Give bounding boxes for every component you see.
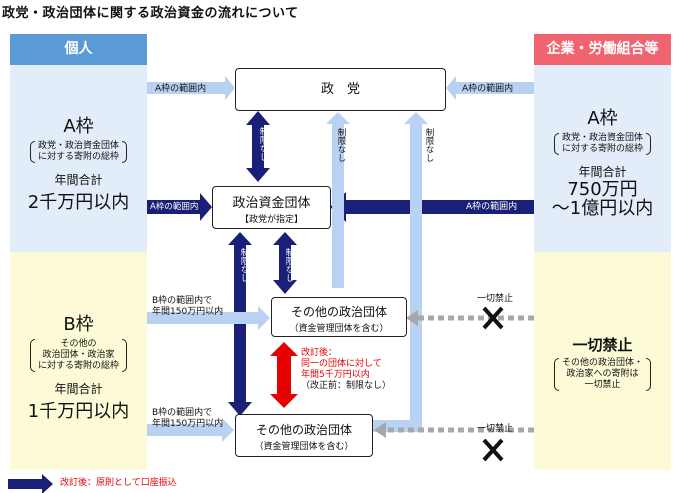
other-group-1-label: その他の政治団体 bbox=[290, 305, 387, 319]
individual-b-desc-line3: に対する寄附の総枠 bbox=[37, 361, 119, 371]
corporate-a-desc-line2: に対する寄附の総枠 bbox=[561, 144, 643, 154]
individual-a-desc-line2: に対する寄附の総枠 bbox=[37, 152, 119, 162]
individual-a-total-value: 2千万円以内 bbox=[27, 192, 130, 213]
other-group-node-2: その他の政治団体 （資金管理団体を含む） bbox=[235, 414, 373, 457]
individual-a-desc: 政党・政治資金団体 に対する寄附の総枠 bbox=[29, 141, 128, 163]
individual-b-frame: B枠 その他の 政治団体・政治家 に対する寄附の総枠 年間合計 1千万円以内 bbox=[10, 310, 147, 423]
label-b-within-2: B枠の範囲内で 年間150万円以内 bbox=[152, 408, 223, 430]
corporate-a-desc: 政党・政治資金団体 に対する寄附の総枠 bbox=[553, 133, 652, 155]
party-node: 政 党 bbox=[235, 68, 446, 111]
arrow-other1-to-party bbox=[326, 112, 350, 288]
arrow-party-fund-group bbox=[246, 111, 270, 182]
corporate-a-desc-line1: 政党・政治資金団体 bbox=[561, 133, 643, 143]
corporate-a-title: A枠 bbox=[587, 108, 618, 129]
ban-x-mark-1 bbox=[482, 306, 504, 330]
arrow-individual-to-party bbox=[147, 76, 235, 100]
corporate-ban-desc-line2: 政治家への寄附は bbox=[566, 369, 639, 379]
fund-group-sublabel: 【政党が指定】 bbox=[239, 215, 303, 225]
revision-note-line3: 年間5千万円以内 bbox=[301, 370, 370, 380]
label-a-within-left-mid: A枠の範囲内 bbox=[150, 202, 199, 212]
banned-arrow-head-2 bbox=[374, 422, 386, 438]
other-group-node-1: その他の政治団体 （資金管理団体を含む） bbox=[271, 297, 407, 337]
label-b-within-2-line2: 年間150万円以内 bbox=[152, 419, 224, 429]
individual-header: 個人 bbox=[10, 34, 147, 65]
legend-navy-arrow-icon bbox=[8, 474, 53, 493]
banned-arrow-head-1 bbox=[406, 310, 418, 326]
label-b-within-1-line2: 年間150万円以内 bbox=[152, 307, 224, 317]
arrow-fund-group-other1 bbox=[273, 232, 297, 294]
fund-group-node: 政治資金団体 【政党が指定】 bbox=[212, 186, 331, 229]
individual-b-desc-line2: 政治団体・政治家 bbox=[42, 350, 115, 360]
corporate-ban-desc-line1: その他の政治団体・ bbox=[561, 358, 643, 368]
corporate-a-panel bbox=[534, 65, 671, 252]
ban-x-mark-2 bbox=[482, 438, 504, 462]
individual-b-desc: その他の 政治団体・政治家 に対する寄附の総枠 bbox=[29, 339, 128, 372]
label-a-within-right-mid: A枠の範囲内 bbox=[466, 202, 518, 212]
individual-b-desc-line1: その他の bbox=[60, 339, 97, 349]
fund-group-label: 政治資金団体 bbox=[232, 196, 311, 211]
arrow-other1-other2-revised bbox=[270, 342, 298, 408]
label-unlimited-1: 制限なし bbox=[258, 127, 268, 161]
revision-note-line4: （改正前：制限なし） bbox=[301, 381, 392, 391]
corporate-a-total-label: 年間合計 bbox=[578, 165, 627, 179]
label-unlimited-5: 制限なし bbox=[284, 248, 294, 282]
label-unlimited-2: 制限なし bbox=[336, 128, 346, 162]
corporate-header: 企業・労働組合等 bbox=[534, 34, 671, 65]
label-total-ban-1: 一切禁止 bbox=[477, 294, 514, 304]
corporate-a-total-value-line1: 750万円 bbox=[567, 179, 638, 200]
label-unlimited-4: 制限なし bbox=[239, 248, 249, 282]
arrow-individual-to-other2 bbox=[147, 418, 234, 442]
label-b-within-2-line1: B枠の範囲内で bbox=[152, 408, 213, 418]
revision-note-line1: 改訂後： bbox=[301, 348, 338, 358]
other-group-2-label: その他の政治団体 bbox=[255, 423, 352, 437]
label-unlimited-3: 制限なし bbox=[424, 128, 434, 162]
arrow-individual-to-other1 bbox=[147, 306, 270, 330]
individual-b-panel bbox=[10, 252, 147, 470]
arrow-individual-to-fund-group bbox=[147, 193, 212, 221]
label-b-within-1: B枠の範囲内で 年間150万円以内 bbox=[152, 296, 223, 318]
individual-b-total-value: 1千万円以内 bbox=[27, 401, 130, 422]
revision-note: 改訂後： 同一の団体に対して 年間5千万円以内 （改正前：制限なし） bbox=[301, 348, 391, 392]
revision-note-line2: 同一の団体に対して bbox=[301, 359, 382, 369]
arrow-corporate-to-party bbox=[446, 76, 534, 100]
corporate-a-total-value-line2: 〜1億円以内 bbox=[551, 198, 654, 219]
individual-b-total-label: 年間合計 bbox=[54, 382, 103, 396]
other-group-1-sublabel: （資金管理団体を含む） bbox=[289, 324, 389, 334]
corporate-ban-desc: その他の政治団体・ 政治家への寄附は 一切禁止 bbox=[553, 358, 652, 391]
label-a-within-left-top: A枠の範囲内 bbox=[155, 84, 207, 94]
arrow-other2-to-party bbox=[372, 112, 428, 432]
corporate-a-frame: A枠 政党・政治資金団体 に対する寄附の総枠 年間合計 750万円 〜1億円以内 bbox=[534, 104, 671, 218]
corporate-ban-title: 一切禁止 bbox=[572, 336, 633, 354]
individual-b-title: B枠 bbox=[63, 314, 94, 335]
individual-a-total-label: 年間合計 bbox=[54, 173, 103, 187]
corporate-ban-frame: 一切禁止 その他の政治団体・ 政治家への寄附は 一切禁止 bbox=[534, 334, 671, 391]
label-total-ban-2: 一切禁止 bbox=[477, 424, 514, 434]
legend-label: 改訂後：原則として口座振込 bbox=[60, 478, 177, 488]
label-a-within-right-top: A枠の範囲内 bbox=[462, 84, 514, 94]
page-title: 政党・政治団体に関する政治資金の流れについて bbox=[2, 6, 299, 21]
corporate-ban-desc-line3: 一切禁止 bbox=[584, 380, 621, 390]
party-label: 政 党 bbox=[320, 82, 360, 97]
other-group-2-sublabel: （資金管理団体を含む） bbox=[254, 442, 354, 452]
label-b-within-1-line1: B枠の範囲内で bbox=[152, 296, 213, 306]
individual-a-desc-line1: 政党・政治資金団体 bbox=[37, 141, 119, 151]
individual-a-title: A枠 bbox=[63, 116, 94, 137]
arrow-corporate-to-fund-group bbox=[330, 192, 534, 222]
individual-a-frame: A枠 政党・政治資金団体 に対する寄附の総枠 年間合計 2千万円以内 bbox=[10, 112, 147, 214]
